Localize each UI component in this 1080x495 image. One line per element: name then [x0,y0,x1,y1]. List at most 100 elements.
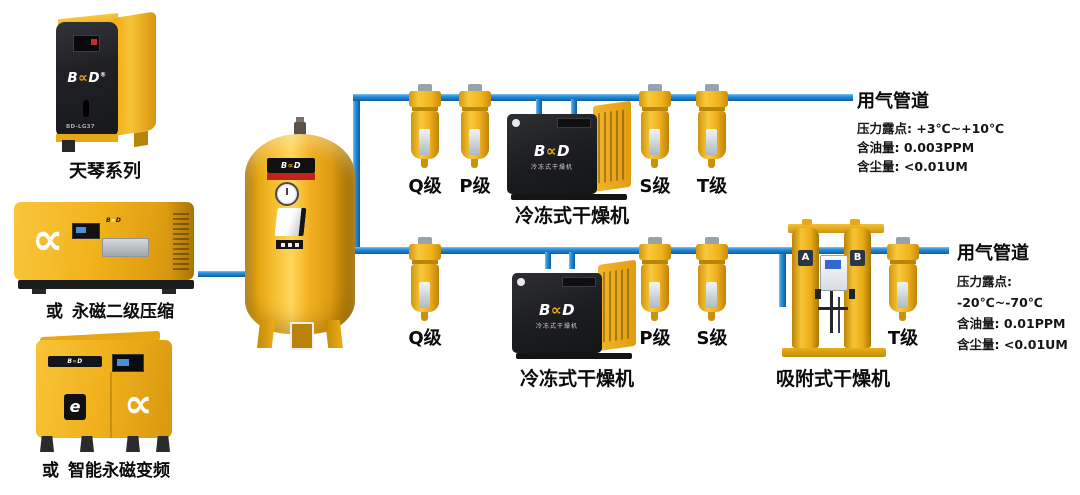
brand-logo-x: ∝ [72,358,78,365]
filter-grade-label: T级 [887,328,919,349]
brand-logo-reg: ® [100,71,107,79]
adsorber-top-manifold [788,224,884,233]
compressor-foot [40,436,54,452]
dryer-base [511,194,627,200]
filter-label-band [649,282,660,308]
spec-dew-point: 压力露点: +3℃~+10℃ [857,121,1005,136]
dryer-logo-subtext: 冷冻式干燥机 [530,164,573,171]
tank-leg [325,320,343,348]
brand-logo-b: B [533,142,546,160]
alt-prefix: 或 [42,461,59,481]
brand-logo-d: D [557,142,571,160]
pipe-stub-dryer1-in [536,99,542,115]
dryer-logo-dot [517,278,525,286]
compressor-side-panel [114,11,156,136]
dryer-logo-subtext: 冷冻式干燥机 [535,323,578,330]
filter-grade-label: S级 [639,176,671,197]
filter-body [889,264,917,312]
filter-body [698,264,726,312]
filter-mount [418,84,432,92]
compressor-foot [162,289,176,294]
adsorber-tube [838,297,840,333]
filter-body [411,111,439,159]
filter-collar [642,107,668,111]
filter-grade-label: Q级 [408,328,442,349]
brand-logo: B∝D [507,142,597,160]
e-badge: e [64,394,86,420]
compressor-front-panel: B∝D® BD-LG37 [56,22,118,138]
filter-mount [418,237,432,245]
adsorption-dryer-label: 吸附式干燥机 [775,368,890,390]
refrigerated-dryer-label: 冷冻式干燥机 [519,368,634,390]
adsorber-valve [802,219,812,225]
filter-head [639,244,671,260]
filter-mount [896,237,910,245]
filter-collar [412,260,438,264]
brand-logo-x: ∝ [78,70,89,86]
brand-logo-x: ∝ [550,301,563,319]
spec-oil-content: 含油量: 0.003PPM [857,140,975,155]
compressor-tianqin: B∝D® BD-LG37 [28,10,182,156]
filter-drain [421,159,428,168]
filter-top-s [635,84,675,168]
brand-logo-x: ∝ [545,142,558,160]
filter-grade-label: P级 [639,328,671,349]
filter-collar [642,260,668,264]
pipe-stub-dryer2-out [569,252,575,269]
tank-red-banner [267,173,315,180]
dryer-front-panel: B∝D 冷冻式干燥机 [512,273,602,353]
brand-logo-d: D [562,301,576,319]
alpha-logo: ∝ [124,381,153,427]
filter-mount [468,84,482,92]
filter-bottom-t [883,237,923,321]
compressor-two-stage-label: 或 永磁二级压缩 [2,297,218,322]
filter-body [641,111,669,159]
adsorber-base [782,348,886,357]
filter-body [411,264,439,312]
outlet-specs: 压力露点: +3℃~+10℃ 含油量: 0.003PPM 含尘量: <0.01U… [857,119,1004,176]
filter-mount [705,84,719,92]
adsorber-fitting [815,289,821,299]
filter-top-p [455,84,495,168]
vent-panel [102,238,149,257]
alt-prefix: 或 [46,302,63,322]
refrigerated-dryer-top: B∝D 冷冻式干燥机 [507,100,635,200]
filter-head [409,91,441,107]
brand-logo: B∝D [48,356,102,367]
filter-drain [471,159,478,168]
series-name: 永磁二级压缩 [72,302,174,322]
filter-top-q [405,84,445,168]
filter-body [461,111,489,159]
brand-logo-d: D [115,217,122,224]
filter-drain [708,159,715,168]
filter-drain [651,159,658,168]
filter-label-band [706,129,717,155]
dryer-control-panel [557,118,591,128]
outlet-top: 用气管道 压力露点: +3℃~+10℃ 含油量: 0.003PPM 含尘量: <… [857,87,1004,176]
filter-collar [412,107,438,111]
outlet-title: 用气管道 [957,243,1029,264]
pipe-drop-adsorber [779,254,786,307]
filter-drain [899,312,906,321]
filter-collar [890,260,916,264]
dryer-front-panel: B∝D 冷冻式干燥机 [507,114,597,194]
brand-logo: B∝D [512,301,602,319]
filter-body [698,111,726,159]
compressor-tianqin-label: 天琴系列 [30,157,180,183]
tank-indicator-strip [276,240,303,249]
brand-logo: B∝D [106,217,121,224]
pressure-gauge [275,182,299,206]
filter-grade-label: S级 [696,328,728,349]
tank-top-valve [294,117,306,136]
filter-grade-label: Q级 [408,176,442,197]
adsorption-dryer: A B [778,219,888,363]
dryer-logo-dot [512,119,520,127]
brand-logo-b: B [106,217,112,224]
series-name: 智能永磁变频 [68,461,170,481]
filter-mount [648,237,662,245]
adsorber-tube [818,307,848,310]
filter-head [459,91,491,107]
air-receiver-tank: B∝D [243,117,357,350]
brand-logo-d: D [293,161,301,170]
